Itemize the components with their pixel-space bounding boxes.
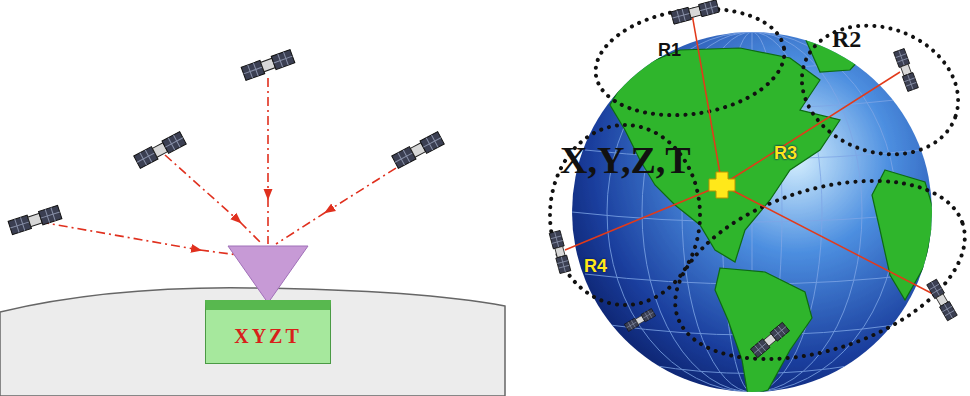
range-label: R1	[658, 40, 681, 61]
coordinate-text: XYZT	[234, 325, 302, 348]
range-label: R3	[774, 143, 797, 164]
receiver-box: XYZT	[205, 300, 331, 364]
range-label: R4	[584, 256, 607, 277]
position-label: X,Y,Z,T	[560, 138, 691, 182]
range-label: R2	[832, 26, 861, 53]
